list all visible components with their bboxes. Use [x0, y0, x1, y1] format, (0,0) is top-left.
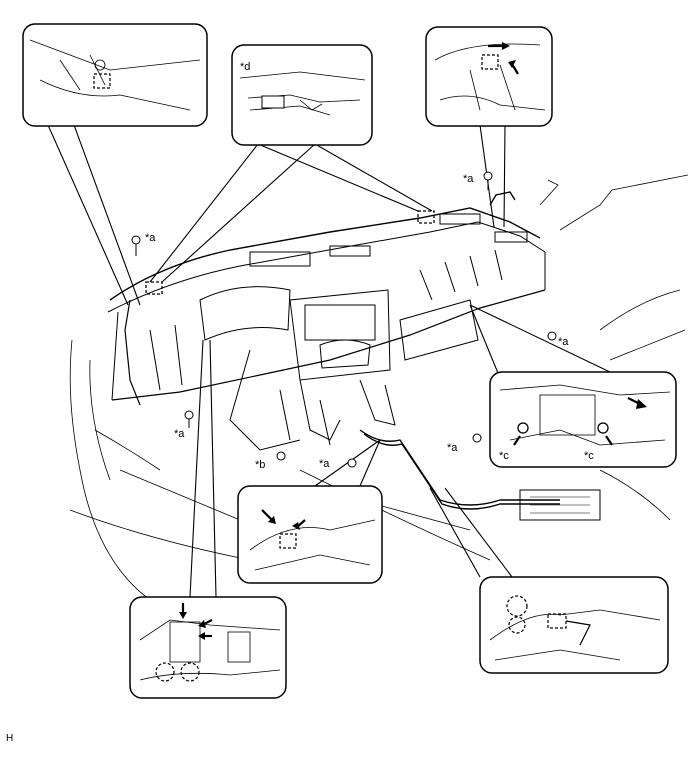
detail-box-bottom-right: [479, 576, 669, 674]
callout-c-right: *c: [584, 450, 594, 462]
bolt-icon: [184, 410, 194, 428]
callout-a-right: *a: [558, 336, 569, 348]
callout-a-top-right: *a: [463, 173, 474, 185]
callout-a-left: *a: [174, 428, 185, 440]
callout-a-top-left: *a: [145, 232, 156, 244]
vehicle-body-outline: [69, 174, 688, 601]
wire-harness: [124, 191, 601, 521]
detail-box-top-left: [22, 23, 208, 127]
detail-box-bottom-left: [129, 596, 287, 699]
bolt-icon: [276, 451, 286, 461]
callout-c-left: *c: [499, 450, 509, 462]
callout-b: *b: [255, 459, 266, 471]
detail-box-c: [489, 371, 677, 468]
detail-box-d: [231, 44, 373, 146]
bolt-icon: [547, 331, 557, 341]
instrument-panel: [107, 207, 546, 451]
figure-code: H: [6, 733, 14, 744]
bolt-icon: [483, 171, 493, 190]
bolt-icon: [347, 458, 357, 468]
bolt-icon: [472, 433, 482, 443]
callout-a-center-right: *a: [447, 442, 458, 454]
callout-a-center: *a: [319, 458, 330, 470]
detail-markers: [145, 210, 435, 295]
bolt-icon: [131, 235, 141, 256]
detail-box-top-right: [425, 26, 553, 127]
bolt-icons: [131, 171, 557, 468]
detail-box-center-lower: [237, 485, 383, 584]
callout-d: *d: [240, 61, 251, 73]
